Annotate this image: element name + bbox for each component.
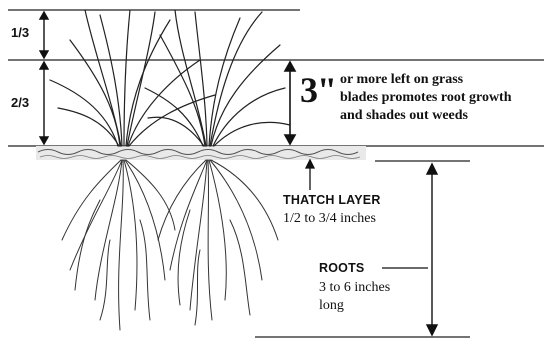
roots-depth-line-1: 3 to 6 inches bbox=[319, 281, 390, 296]
roots-title: ROOTS bbox=[319, 262, 364, 275]
thatch-band bbox=[36, 146, 366, 160]
reference-lines bbox=[8, 10, 544, 337]
roots-dimension bbox=[382, 164, 437, 335]
thatch-pointer bbox=[306, 160, 314, 190]
roots-depth-line-2: long bbox=[319, 299, 344, 314]
left-dimension-arrows bbox=[40, 12, 48, 144]
height-description-line-2: blades promotes root growth bbox=[340, 91, 512, 106]
height-value: 3" bbox=[300, 72, 336, 110]
thatch-title: THATCH LAYER bbox=[283, 194, 381, 207]
grass-roots bbox=[62, 160, 278, 330]
height-arrow bbox=[285, 62, 295, 144]
one-third-label: 1/3 bbox=[11, 26, 29, 40]
two-thirds-label: 2/3 bbox=[11, 96, 29, 110]
grass-blades bbox=[50, 10, 290, 146]
height-description-line-3: and shades out weeds bbox=[340, 109, 468, 124]
thatch-depth: 1/2 to 3/4 inches bbox=[283, 212, 376, 227]
height-description-line-1: or more left on grass bbox=[340, 73, 463, 88]
